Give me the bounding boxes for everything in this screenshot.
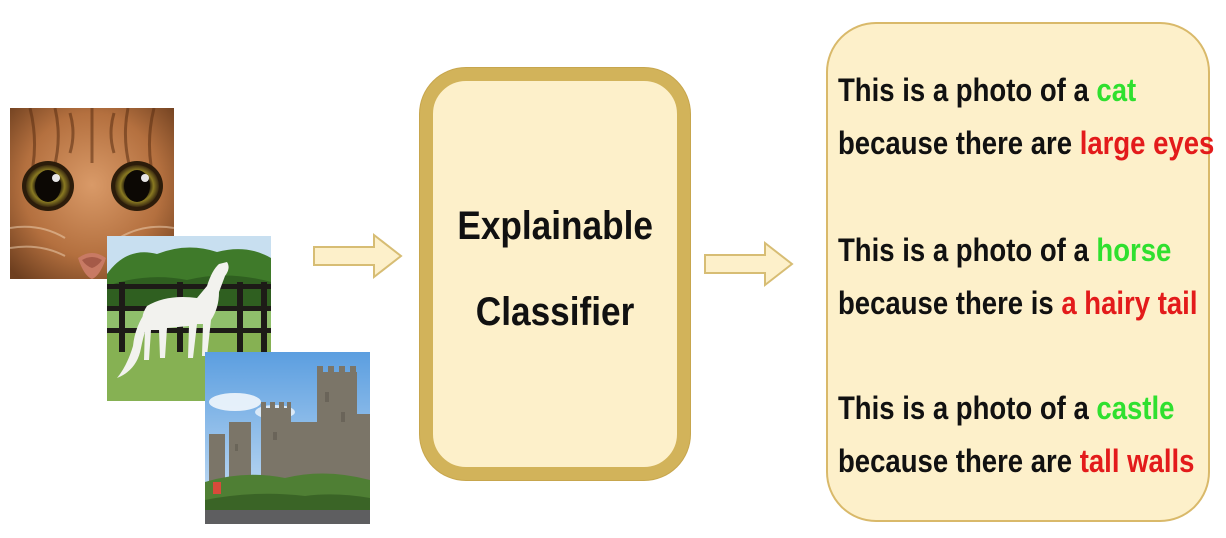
explanation-castle-line1: This is a photo of a castle <box>838 392 1174 424</box>
class-name-cat: cat <box>1096 72 1137 108</box>
cat-photo <box>10 108 174 279</box>
class-name-castle: castle <box>1096 390 1175 426</box>
explanation-horse-line2: because there is a hairy tail <box>838 287 1197 319</box>
explanation-cat-line2: because there are large eyes <box>838 127 1214 159</box>
right-arrow-icon <box>313 232 403 280</box>
right-arrow-icon <box>704 240 794 288</box>
explanation-because: because there is <box>838 285 1062 321</box>
explanation-horse-line1: This is a photo of a horse <box>838 234 1171 266</box>
explanation-because: because there are <box>838 443 1080 479</box>
reason-castle: tall walls <box>1079 443 1195 479</box>
reason-horse: a hairy tail <box>1061 285 1198 321</box>
classifier-title-line1: Explainable <box>457 204 653 248</box>
explanation-prefix: This is a photo of a <box>838 72 1097 108</box>
reason-cat: large eyes <box>1079 125 1215 161</box>
explanations-box: This is a photo of a cat because there a… <box>826 22 1214 522</box>
explanation-prefix: This is a photo of a <box>838 390 1097 426</box>
explanation-castle-line2: because there are tall walls <box>838 445 1194 477</box>
class-name-horse: horse <box>1096 232 1172 268</box>
classifier-title-line2: Classifier <box>475 290 635 334</box>
castle-photo <box>205 352 370 524</box>
explanation-cat-line1: This is a photo of a cat <box>838 74 1136 106</box>
explanation-because: because there are <box>838 125 1080 161</box>
explainable-classifier-box: Explainable Classifier <box>420 68 690 480</box>
explanation-prefix: This is a photo of a <box>838 232 1097 268</box>
